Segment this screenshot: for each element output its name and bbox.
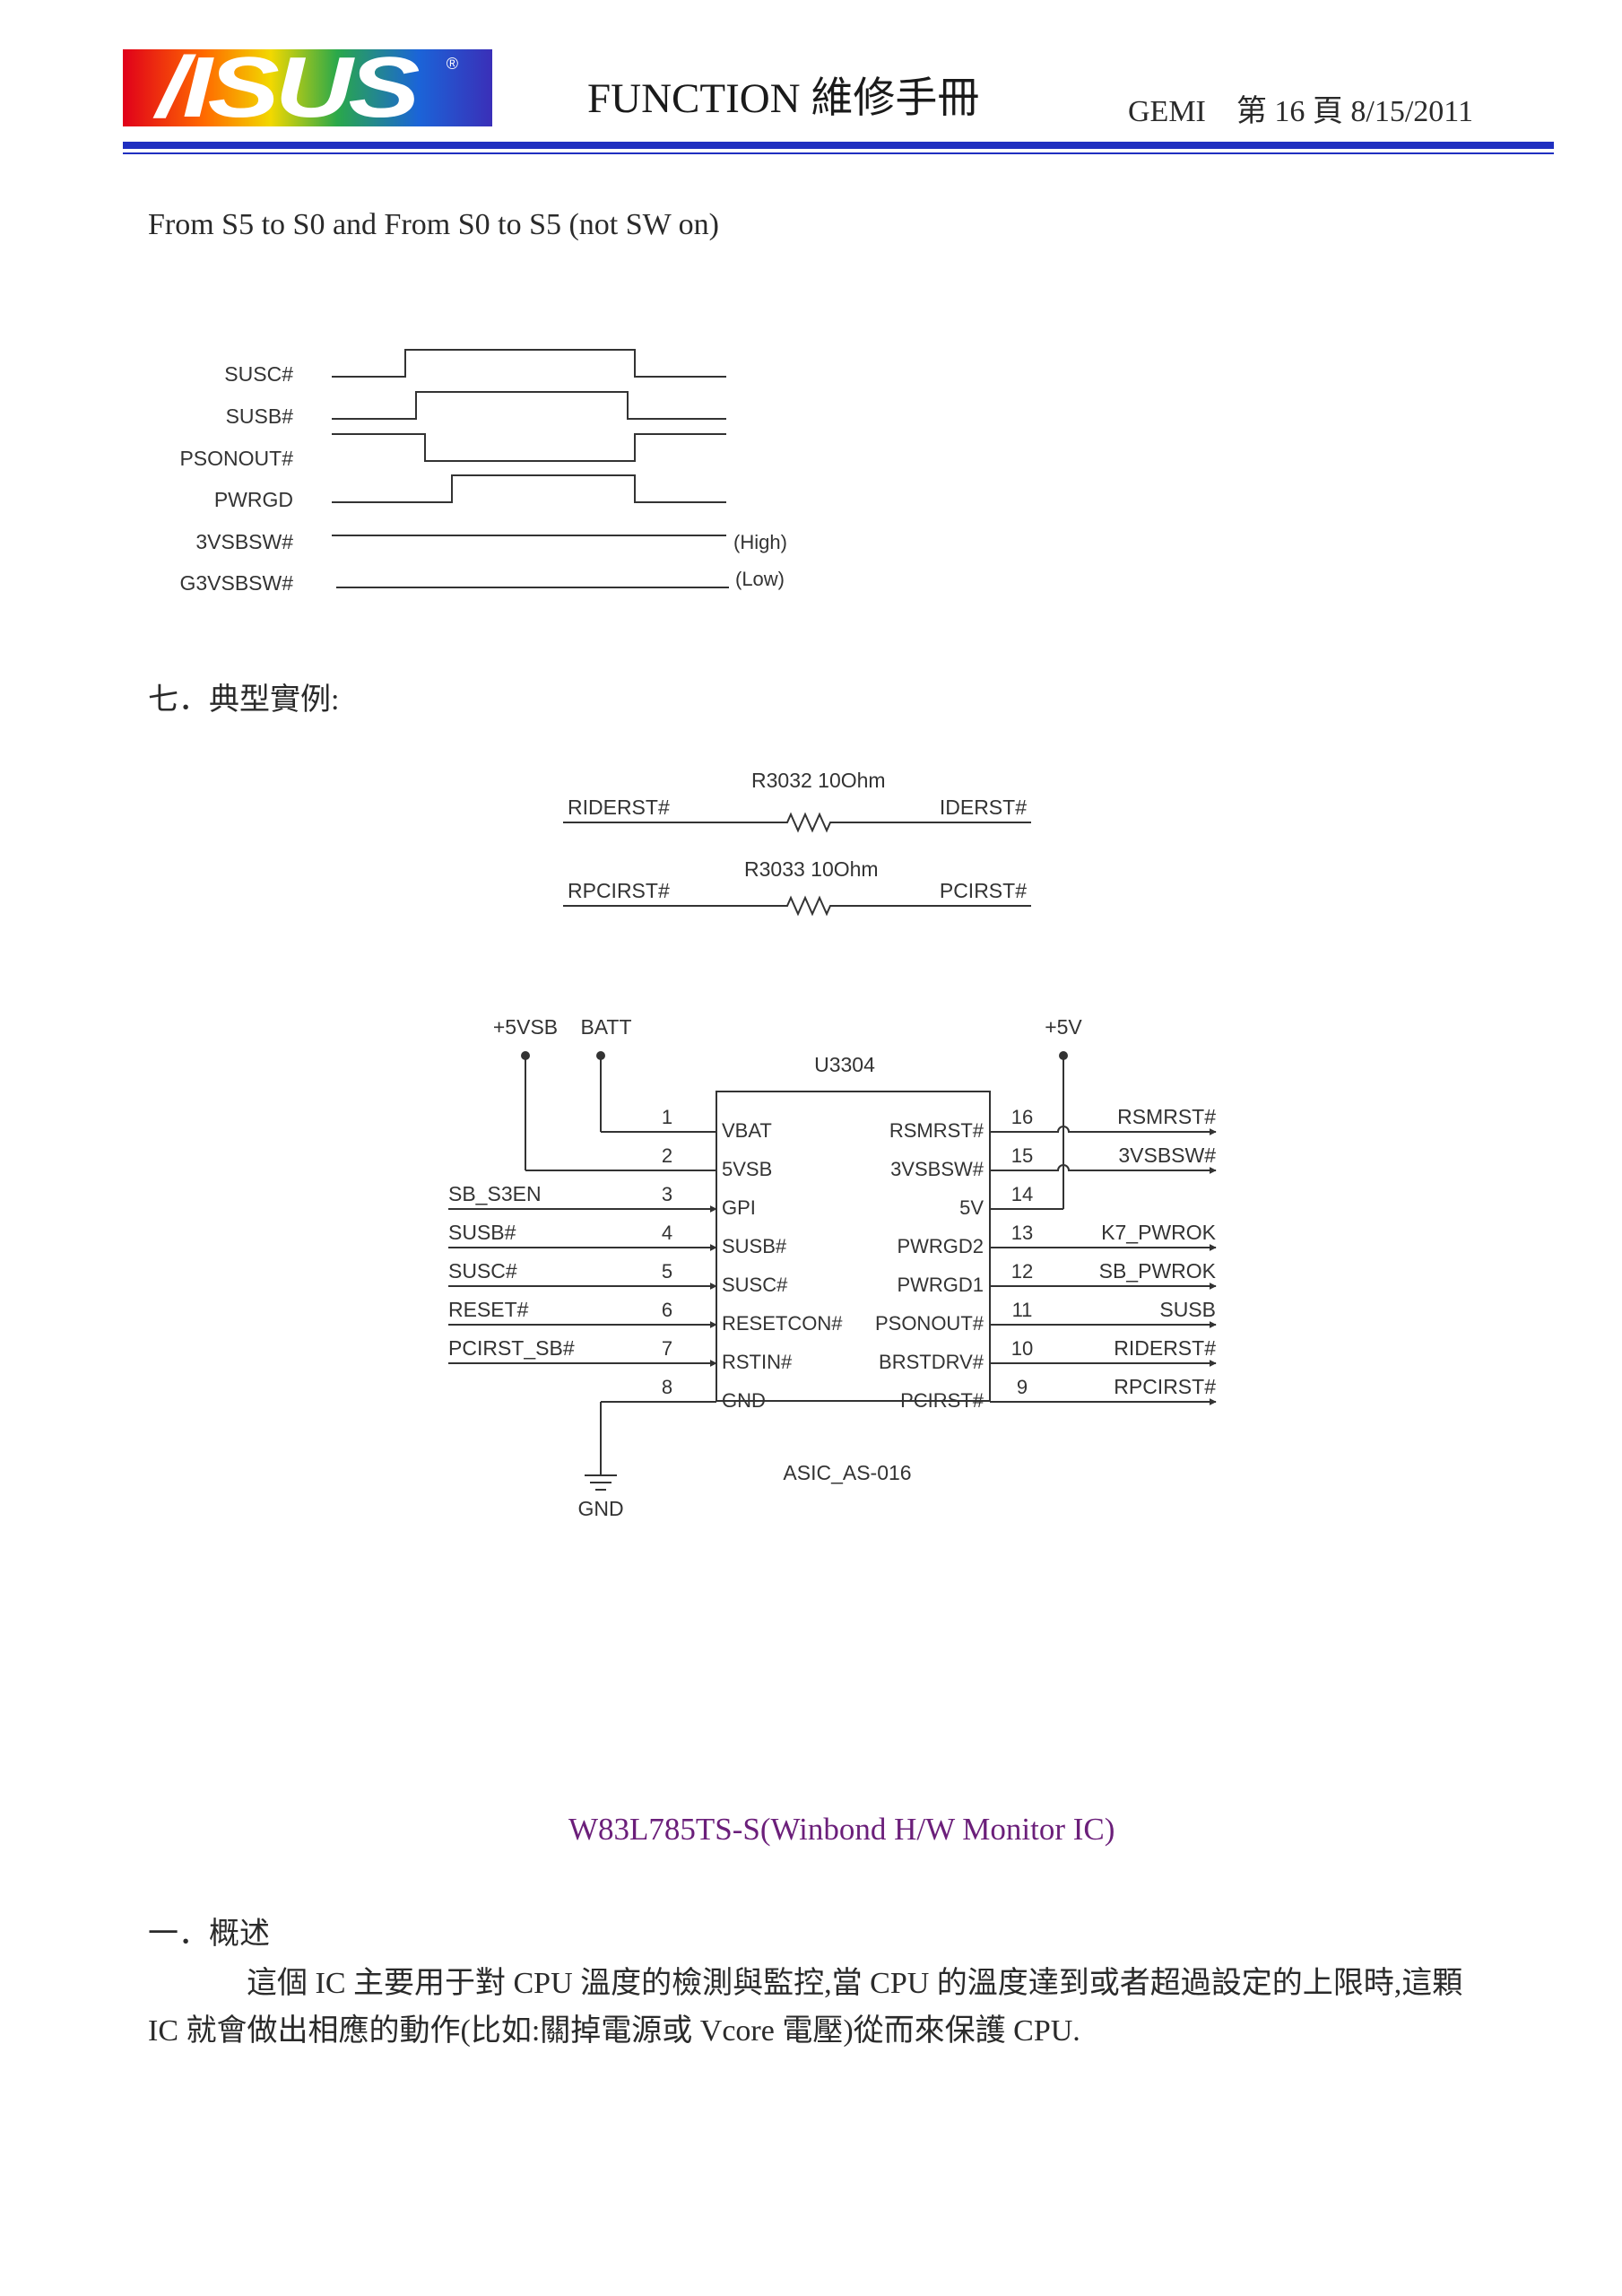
net-label: RSMRST# [1117,1105,1216,1128]
net-label: RPCIRST# [568,879,670,902]
pin-name: VBAT [722,1119,772,1142]
timing-diagram: SUSC# SUSB# PSONOUT# PWRGD 3VSBSW# G3VSB… [179,349,787,595]
example-heading: 七．典型實例: [148,683,340,717]
pin-number: 10 [1011,1337,1033,1360]
chip-title: W83L785TS-S(Winbond H/W Monitor IC) [568,1812,1115,1847]
pin-name: SUSC# [722,1274,788,1296]
net-label: RIDERST# [1114,1336,1216,1360]
rail-dot [596,1051,605,1060]
pin-number: 3 [662,1183,672,1205]
signal-label: 3VSBSW# [195,530,293,553]
pin-number: 13 [1011,1222,1033,1244]
pin-number: 2 [662,1144,672,1167]
pin-number: 7 [662,1337,672,1360]
asus-logo: /ISUS ® [123,49,492,126]
waveform-susc [332,349,726,378]
resistor-r3032 [563,812,1031,833]
net-label: SB_PWROK [1099,1259,1217,1283]
overview-paragraph-line: IC 就會做出相應的動作(比如:關掉電源或 Vcore 電壓)從而來保護 CPU… [148,2014,1080,2048]
net-label: 3VSBSW# [1118,1144,1216,1167]
level-note: (High) [733,531,787,553]
overview-heading: 一．概述 [148,1918,270,1951]
resistor-r3033 [563,895,1031,917]
pin-name: PWRGD1 [897,1274,984,1296]
ic-ref: U3304 [814,1053,875,1076]
pin-name: 3VSBSW# [890,1158,984,1180]
net-label: RPCIRST# [1114,1375,1216,1398]
gnd-label: GND [577,1497,623,1520]
rail-dot [1059,1051,1068,1060]
net-label: PCIRST_SB# [448,1336,575,1360]
pin-name: 5V [959,1196,984,1219]
waveform-susb [332,391,726,420]
net-label: RESET# [448,1298,529,1321]
pin-name: PWRGD2 [897,1235,984,1257]
pin-name: 5VSB [722,1158,772,1180]
net-label: SUSB [1159,1298,1216,1321]
pin-name: SUSB# [722,1235,787,1257]
pin-number: 12 [1011,1260,1033,1283]
pin-number: 1 [662,1106,672,1128]
waveform-pwrgd [332,474,726,503]
pin-name: GPI [722,1196,756,1219]
pin-number: 14 [1011,1183,1033,1205]
net-label: PCIRST# [940,879,1027,902]
pin-number: 6 [662,1299,672,1321]
net-label: SB_S3EN [448,1182,542,1205]
rail-label: +5V [1045,1015,1082,1039]
pin-name: RSTIN# [722,1351,793,1373]
pin-name: PCIRST# [900,1389,984,1412]
resistor-schematic: RIDERST# R3032 10Ohm IDERST# RPCIRST# R3… [563,769,1031,917]
signal-label: PWRGD [214,488,293,511]
net-label: SUSB# [448,1221,516,1244]
header-rule-thin [123,152,1554,154]
section-title: From S5 to S0 and From S0 to S5 (not SW … [148,208,719,241]
logo-text: /ISUS [157,49,420,126]
signal-label: SUSC# [224,362,293,386]
net-label: IDERST# [940,796,1027,819]
ic-schematic: +5VSB BATT +5V U3304 ASIC_AS-016 GND VBA… [448,1015,1217,1520]
overview-paragraph-line: 這個 IC 主要用于對 CPU 溫度的檢測與監控,當 CPU 的溫度達到或者超過… [247,1967,1463,2000]
waveform-psonout [332,433,726,462]
net-label: K7_PWROK [1101,1221,1216,1244]
signal-label: SUSB# [226,404,294,428]
header-title: FUNCTION 維修手冊 [587,75,980,122]
pin-number: 4 [662,1222,672,1244]
level-note: (Low) [735,568,785,590]
pin-number: 15 [1011,1144,1033,1167]
signal-label: G3VSBSW# [179,571,293,595]
pin-number: 5 [662,1260,672,1283]
rail-label: BATT [580,1015,631,1039]
header-rule [123,142,1554,149]
resistor-label: R3032 10Ohm [751,769,886,792]
pin-number: 16 [1011,1106,1033,1128]
ic-part: ASIC_AS-016 [783,1461,911,1484]
pin-number: 8 [662,1376,672,1398]
pin-name: RSMRST# [889,1119,984,1142]
rail-dot [521,1051,530,1060]
pin-name: GND [722,1389,766,1412]
resistor-label: R3033 10Ohm [744,857,879,881]
net-label: RIDERST# [568,796,670,819]
pin-name: PSONOUT# [875,1312,984,1335]
signal-label: PSONOUT# [179,447,293,470]
pin-name: RESETCON# [722,1312,843,1335]
net-label: SUSC# [448,1259,517,1283]
header-meta: GEMI 第 16 頁 8/15/2011 [1128,95,1474,128]
rail-label: +5VSB [493,1015,558,1039]
pin-number: 11 [1012,1299,1033,1321]
registered-mark: ® [446,55,458,73]
pin-name: BRSTDRV# [879,1351,984,1373]
pin-number: 9 [1017,1376,1028,1398]
